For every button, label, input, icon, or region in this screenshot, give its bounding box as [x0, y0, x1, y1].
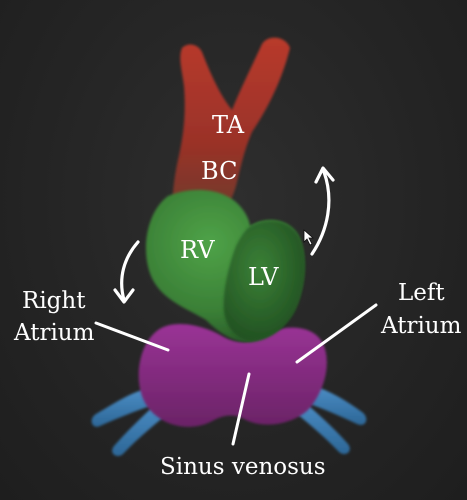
label-left-atrium: Left Atrium: [380, 280, 462, 339]
left-vein-lower: [91, 388, 156, 427]
label-lv: LV: [248, 263, 279, 291]
label-right-atrium: Right Atrium: [13, 288, 95, 346]
curved-arrow-down-left-icon: [113, 240, 140, 304]
mouse-cursor-icon: [303, 229, 315, 246]
curved-arrow-up-right-icon: [310, 166, 335, 256]
leader-right-atrium: [94, 321, 170, 352]
leader-left-atrium: [295, 303, 378, 364]
label-right-atrium-line1: Right: [22, 288, 86, 314]
label-right-atrium-line2: Atrium: [13, 320, 95, 346]
truncus-arteriosus-shape: [172, 37, 290, 215]
right-vein-lower: [304, 385, 367, 425]
label-rv: RV: [180, 236, 215, 264]
leader-sinus-venosus: [231, 372, 251, 446]
left-ventricle-shading: [223, 221, 305, 341]
label-ta: TA: [212, 111, 245, 139]
label-left-atrium-line2: Atrium: [380, 313, 462, 339]
label-left-atrium-line1: Left: [398, 280, 445, 306]
label-sinus-venosus: Sinus venosus: [160, 454, 326, 480]
leader-lines: [94, 303, 378, 446]
label-bc: BC: [201, 157, 237, 185]
atrium-sinus-venosus-shape: [138, 323, 327, 427]
